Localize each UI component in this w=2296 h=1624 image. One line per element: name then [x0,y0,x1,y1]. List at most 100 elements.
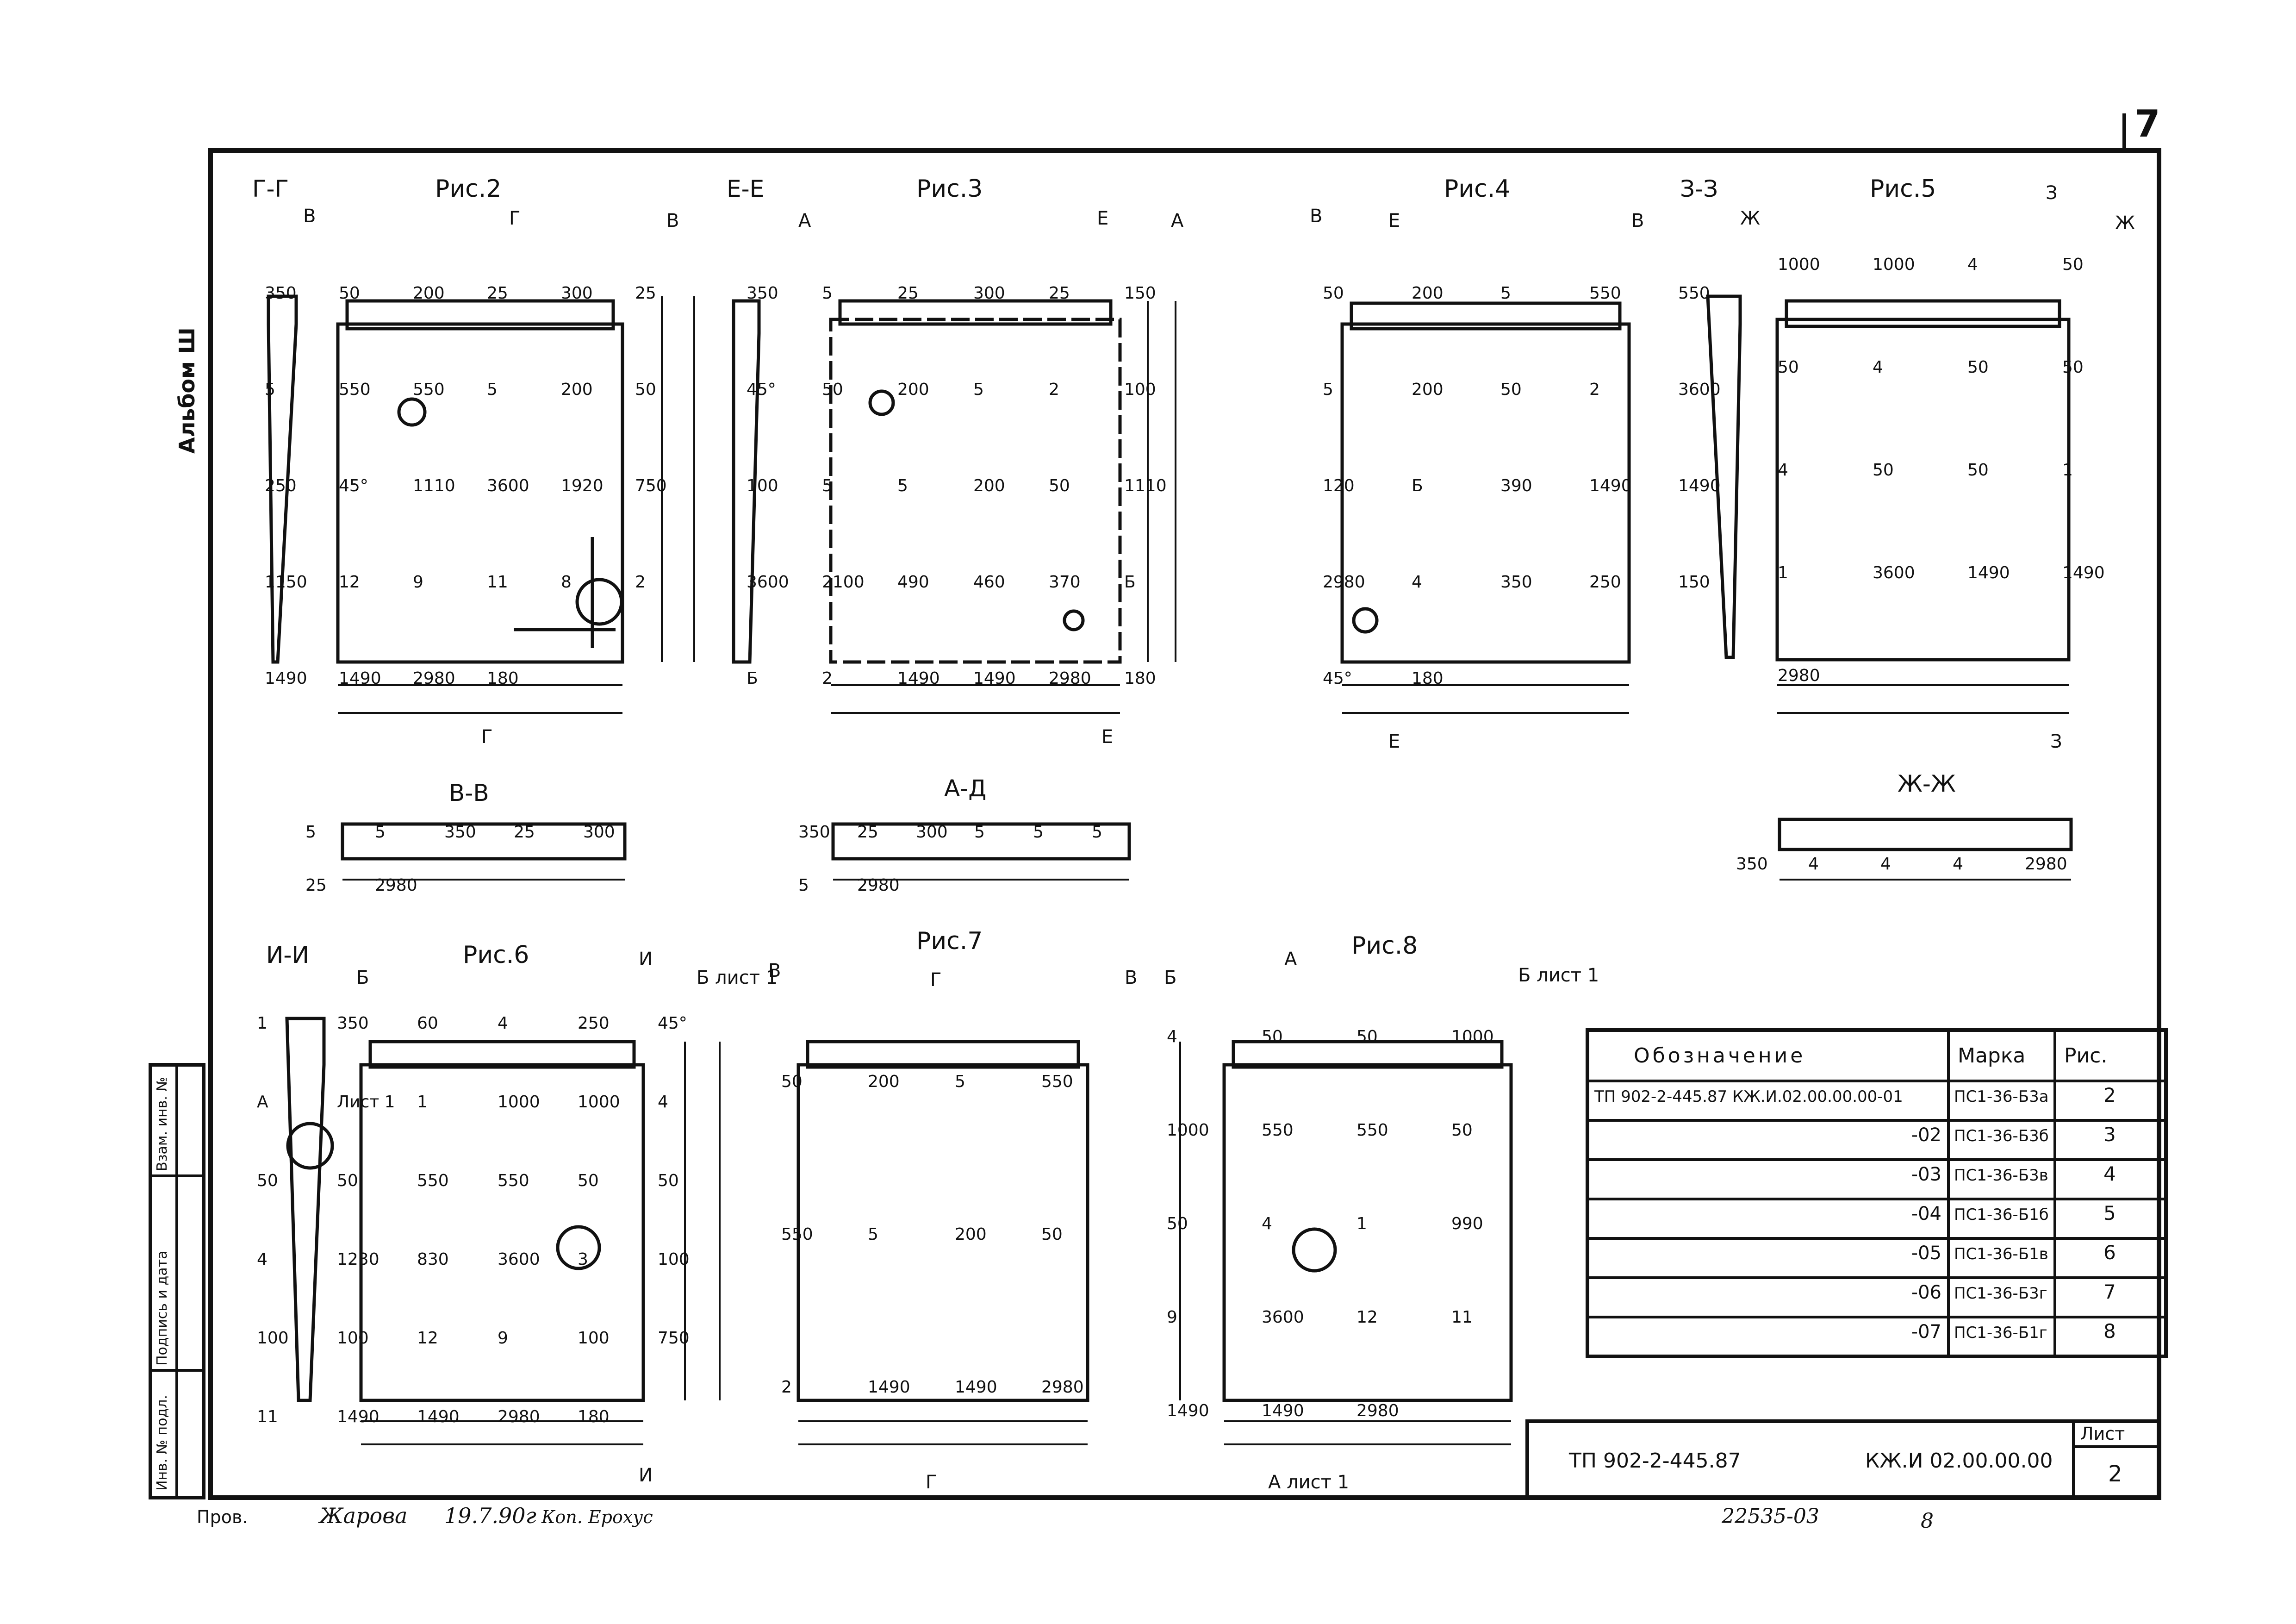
copy-note: Коп. Ерохус [541,1507,653,1527]
fig8-title: Рис.8 [1351,932,1418,960]
fig3-dim-label: Б [747,669,758,688]
fig5-dim-label: 50 [1873,461,1894,480]
fig6-dim-label: А [257,1093,268,1112]
fig6-dim-label: 1490 [417,1407,460,1426]
fig2-dim-label: 750 [635,476,667,495]
fig6-dim-label: 550 [417,1171,449,1190]
album-label: Альбом Ш [174,327,199,454]
fig3-dim-label: 25 [1049,284,1070,303]
sheet-label: Лист [2080,1424,2125,1444]
section-vv-title: В-В [449,780,489,806]
sign-date: 19.7.90г [444,1503,536,1528]
fig7-dim-label: 2980 [1041,1378,1084,1397]
fig3-dim-label: 150 [1124,284,1156,303]
fig6-dim-label: 250 [578,1014,610,1033]
fig8-dim-label: 1000 [1167,1121,1209,1140]
fig8-arrow-1: Б [1164,967,1176,988]
spec-row-fig: 2 [2103,1084,2116,1106]
fig6-dim-label: 1000 [578,1093,620,1112]
fig2-dim-label: 50 [635,380,656,399]
fig3-arrow-4: Е [1101,726,1113,748]
fig3-arrow-2: Е [1097,208,1108,229]
fig7-dim-label: 200 [955,1225,987,1244]
fig2-dim-label: 200 [413,284,445,303]
section_zhzh-dim-label: 350 [1736,855,1768,874]
fig2-dim-label: 1490 [265,669,307,688]
fig4-dim-label: 5 [1500,284,1511,303]
fig8-arrow-2: А [1284,949,1297,970]
spec-row-mark: ПС1-36-Б3в [1954,1166,2048,1185]
fig4-dim-label: 180 [1412,669,1444,688]
fig5-dim-label: 50 [2062,358,2084,377]
fig7-arrow-1: В [768,960,781,981]
fig4-dim-label: 390 [1500,476,1532,495]
section_vv-dim-label: 350 [444,823,476,842]
fig3-dim-label: Б [1124,573,1136,592]
fig7-arrow-4: Г [926,1472,937,1493]
fig6-dim-label: 50 [337,1171,358,1190]
fig4-dim-label: 120 [1323,476,1355,495]
section_aa-dim-label: 5 [974,823,985,842]
sheet-frame [149,113,2168,1500]
spec-row-designation: -04 [1911,1203,1941,1224]
fig5-dim-label: 4 [1778,461,1788,480]
fig4-section: З-З [1680,175,1718,202]
spec-row-fig: 5 [2103,1202,2116,1224]
fig2-dim-label: 2 [635,573,646,592]
spec-row-designation: -06 [1911,1282,1941,1303]
fig8-dim-label: 9 [1167,1308,1177,1327]
fig3-dim-label: 3600 [747,573,789,592]
fig2-dim-label: 25 [635,284,656,303]
fig8-arrow-4: А лист 1 [1268,1472,1349,1493]
fig6-dim-label: 1 [417,1093,428,1112]
section_aa-dim-label: 5 [1033,823,1044,842]
fig5-arrow-3: Ж [2115,212,2135,234]
fig2-dim-label: 5 [265,380,275,399]
fig3-dim-label: 350 [747,284,778,303]
fig7-dim-label: 2 [781,1378,792,1397]
spec-row-mark: ПС1-36-Б1б [1954,1206,2049,1224]
fig6-dim-label: 100 [337,1329,369,1348]
fig3-title: Рис.3 [916,175,983,203]
fig6-dim-label: 60 [417,1014,438,1033]
fig3-dim-label: 300 [973,284,1005,303]
section_vv-dim-label: 5 [305,823,316,842]
fig6-dim-label: 1230 [337,1250,380,1269]
fig6-dim-label: 12 [417,1329,438,1348]
fig4-dim-label: 1490 [1589,476,1632,495]
fig6-dim-label: 350 [337,1014,369,1033]
fig4-dim-label: 45° [1323,669,1352,688]
fig2-dim-label: 12 [339,573,360,592]
fig2-arrow-1: В [303,206,316,227]
fig6-dim-label: 50 [257,1171,278,1190]
section_aa-dim-label: 5 [1092,823,1102,842]
fig7-dim-label: 50 [781,1072,803,1091]
fig7-dim-label: 50 [1041,1225,1063,1244]
fig8-dim-label: 550 [1356,1121,1388,1140]
fig4-dim-label: 550 [1589,284,1621,303]
fig5-arrow-2: З [2046,182,2058,204]
fig4-arrow-4: Е [1388,731,1400,752]
fig6-dim-label: 1490 [337,1407,380,1426]
doc-code: ТП 902-2-445.87 [1568,1449,1741,1473]
fig5-arrow-1: Ж [1740,208,1760,229]
fig3-dim-label: 5 [897,476,908,495]
fig6-dim-label: 100 [257,1329,289,1348]
spec-row-designation: ТП 902-2-445.87 КЖ.И.02.00.00.00-01 [1594,1087,1903,1106]
checker-label: Пров. [197,1507,248,1527]
fig3-dim-label: 1490 [973,669,1016,688]
fig3-dim-label: 200 [973,476,1005,495]
fig6-title: Рис.6 [463,941,529,969]
spec-header-designation: Обозначение [1634,1044,1805,1068]
fig3-dim-label: 50 [1049,476,1070,495]
doc-mark: КЖ.И 02.00.00.00 [1865,1449,2053,1473]
fig5-dim-label: 50 [1967,358,1989,377]
section-aa-title: А-Д [944,775,986,802]
fig4-title: Рис.4 [1444,175,1510,203]
fig3-dim-label: 2 [1049,380,1059,399]
fig8-dim-label: 1490 [1262,1401,1304,1420]
spec-row-designation: -03 [1911,1164,1941,1185]
fig2-dim-label: 1110 [413,476,455,495]
fig6-dim-label: 45° [658,1014,687,1033]
